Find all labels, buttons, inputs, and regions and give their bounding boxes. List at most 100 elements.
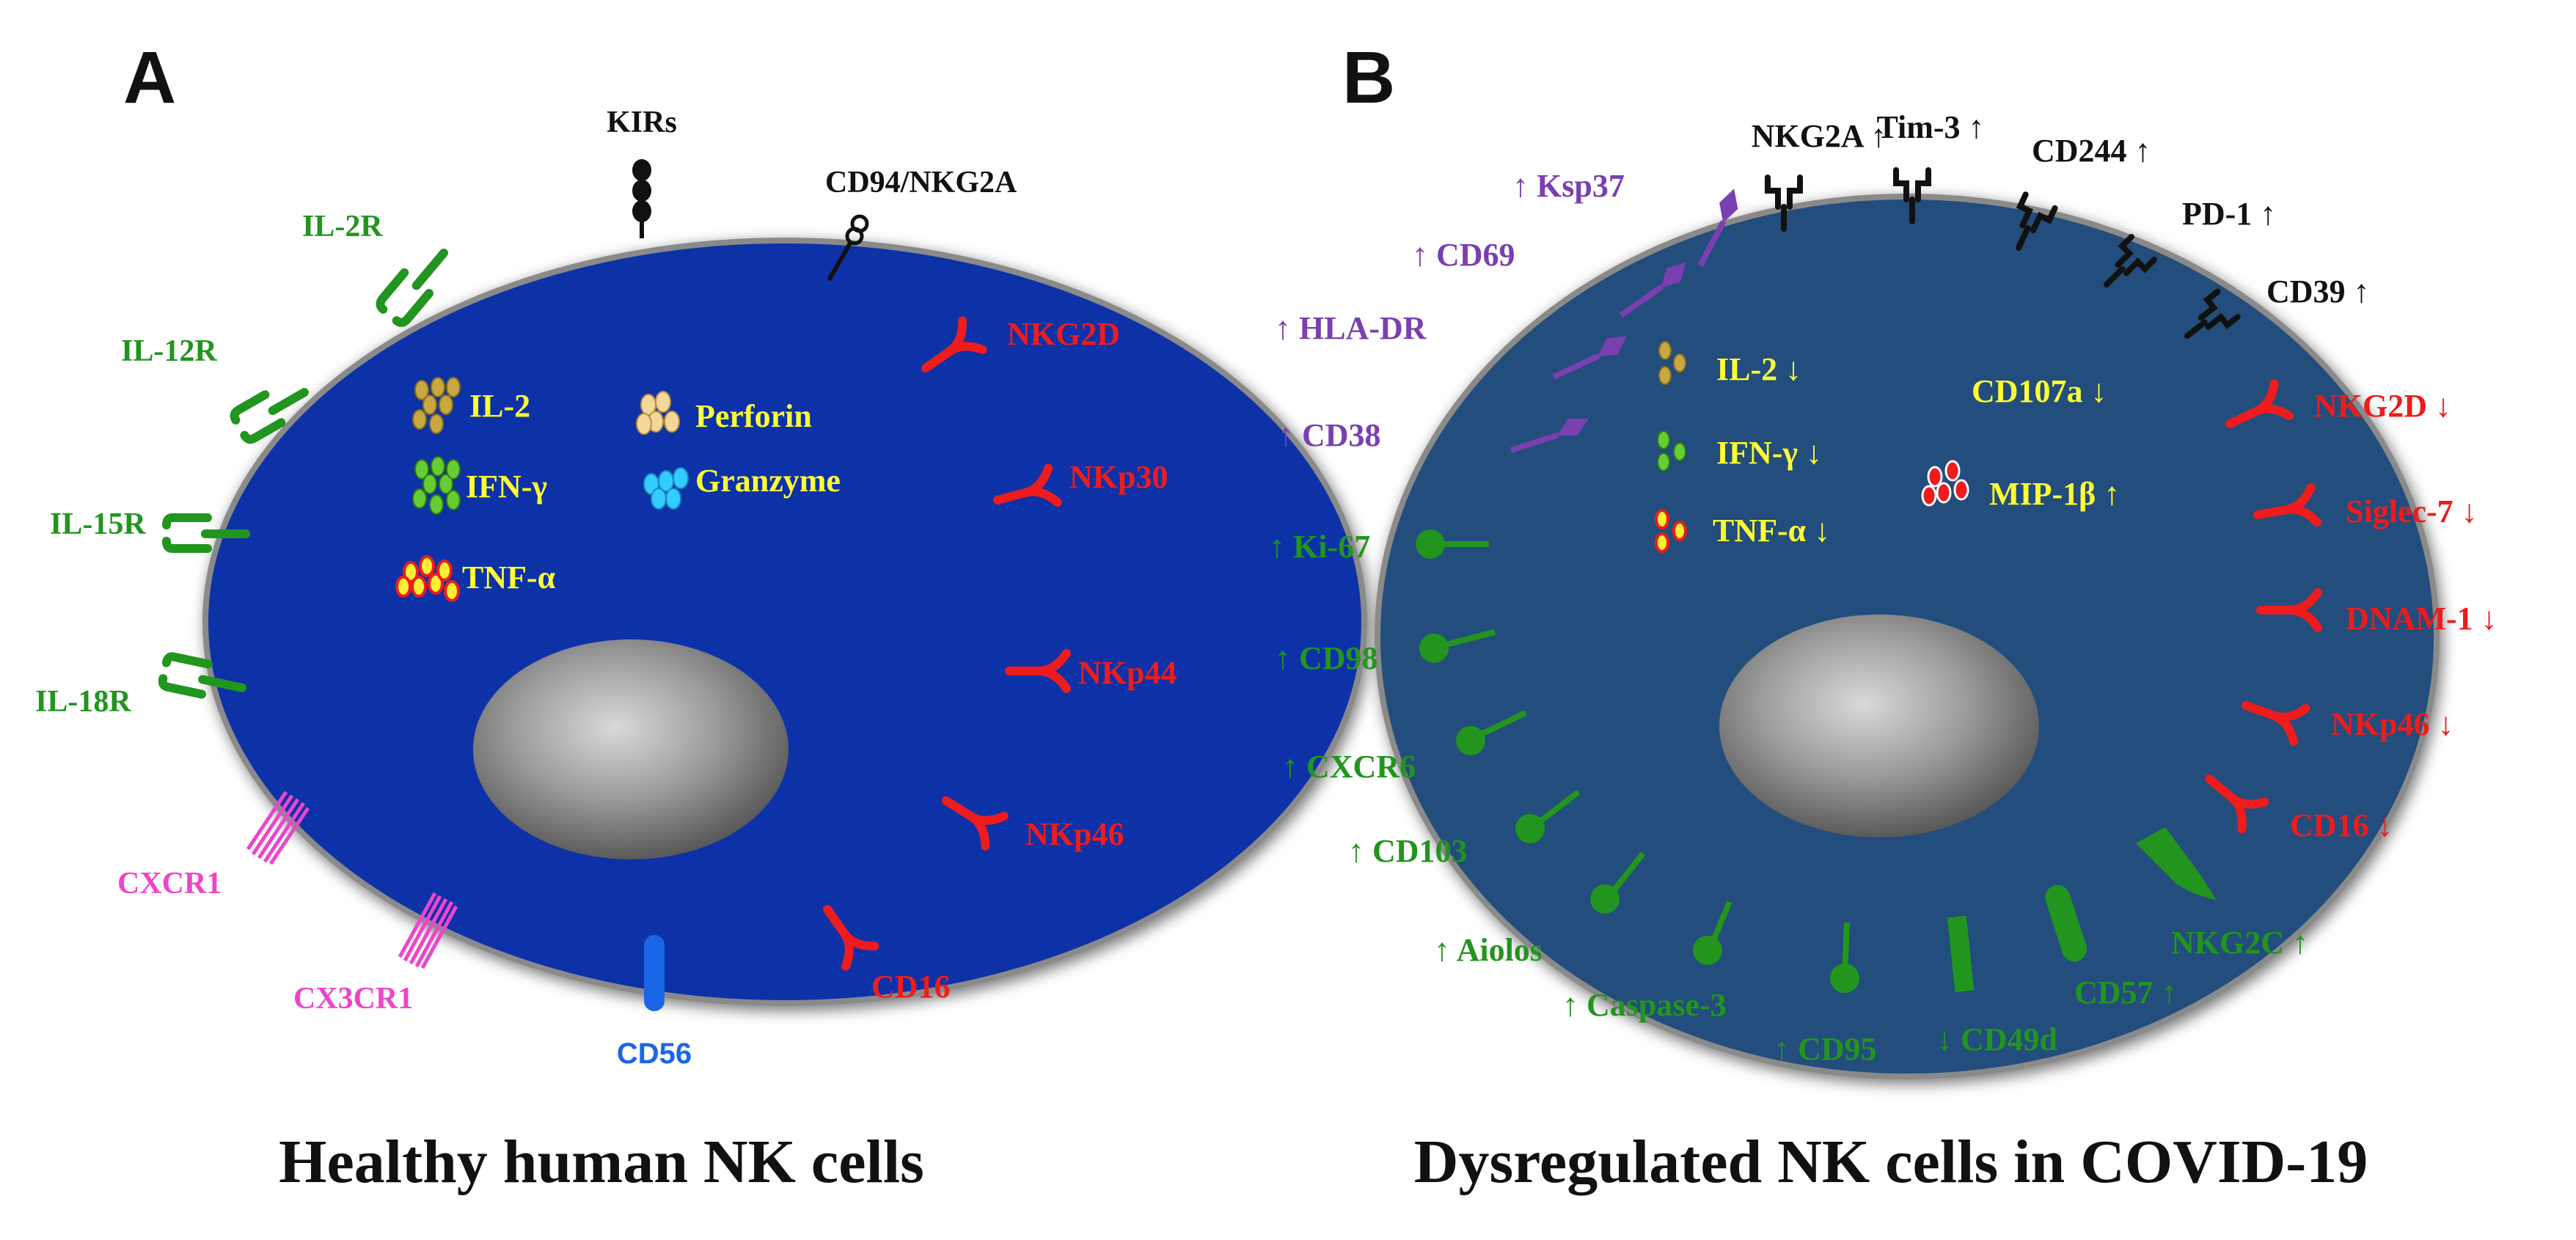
label-cd69-b: ↑ CD69 bbox=[1412, 237, 1515, 273]
label-aiolos-b: ↑ Aiolos bbox=[1434, 932, 1543, 968]
nkg2d-b-icon bbox=[2225, 379, 2294, 428]
label-cd16-a: CD16 bbox=[871, 969, 951, 1005]
label-cd49d-b: ↓ CD49d bbox=[1936, 1021, 2057, 1057]
cx3cr1-icon bbox=[398, 892, 458, 969]
label-mip-1b-b: MIP-1β ↑ bbox=[1989, 476, 2120, 512]
nkg2c-b-icon bbox=[2136, 827, 2217, 900]
label-cxcr1: CXCR1 bbox=[117, 867, 222, 900]
label-nkp46-a: NKp46 bbox=[1025, 816, 1124, 852]
label-nkg2d-a: NKG2D bbox=[1007, 316, 1120, 352]
label-cd16-b: CD16 ↓ bbox=[2290, 807, 2393, 843]
cell-a-body bbox=[202, 238, 1367, 1006]
label-cd103-b: ↑ CD103 bbox=[1348, 833, 1468, 869]
label-cd57-b: CD57 ↑ bbox=[2074, 975, 2178, 1010]
perforin-granules-icon bbox=[636, 391, 680, 435]
nkg2d-a-icon bbox=[921, 316, 987, 373]
cd94-nkg2a-icon bbox=[827, 214, 869, 282]
panel-a-letter: A bbox=[123, 37, 176, 119]
label-cd107a-b: CD107a ↓ bbox=[1972, 373, 2107, 409]
label-il-12r: IL-12R bbox=[121, 334, 217, 368]
cd244-b-icon bbox=[2016, 191, 2058, 251]
label-ki-67-b: ↑ Ki-67 bbox=[1269, 529, 1370, 565]
cell-b-nucleus bbox=[1719, 615, 2039, 837]
label-hla-dr-b: ↑ HLA-DR bbox=[1275, 310, 1427, 346]
nkp46-a-icon bbox=[942, 796, 1009, 851]
cd69-b-icon bbox=[1619, 262, 1686, 318]
il-2-granules-icon bbox=[412, 377, 461, 434]
il-18r-icon bbox=[158, 652, 246, 699]
panel-a: A KIRs CD94/NKG2A IL-2R bbox=[35, 37, 1367, 1196]
cd57-b-icon bbox=[2045, 884, 2087, 962]
cxcr6-b-icon bbox=[1456, 710, 1527, 755]
label-nkp44-a: NKp44 bbox=[1078, 655, 1177, 691]
label-ifn-g-b: IFN-γ ↓ bbox=[1716, 435, 1822, 471]
siglec-7-b-icon bbox=[2253, 483, 2321, 527]
label-il-18r: IL-18R bbox=[35, 685, 131, 719]
label-nkg2d-b: NKG2D ↓ bbox=[2314, 388, 2451, 424]
caspase-3-b-icon bbox=[1693, 900, 1732, 965]
label-dnam-1-b: DNAM-1 ↓ bbox=[2346, 601, 2498, 636]
label-nkp46-b: NKp46 ↓ bbox=[2331, 706, 2454, 742]
ifn-g-b-granules-icon bbox=[1657, 430, 1686, 472]
label-cd56: CD56 bbox=[617, 1038, 692, 1070]
il-12r-icon bbox=[230, 388, 309, 444]
label-ifn-g-a: IFN-γ bbox=[466, 469, 547, 505]
label-cd39-b: CD39 ↑ bbox=[2266, 274, 2370, 309]
label-ksp37-b: ↑ Ksp37 bbox=[1512, 168, 1625, 204]
il-15r-icon bbox=[162, 513, 250, 553]
kirs-icon bbox=[632, 159, 651, 238]
caption-b: Dysregulated NK cells in COVID-19 bbox=[1414, 1128, 2368, 1196]
cd16-b-icon bbox=[2205, 774, 2269, 834]
label-nkg2a-b: NKG2A ↑ bbox=[1752, 118, 1887, 154]
label-il-2-a: IL-2 bbox=[469, 388, 530, 424]
label-cd244-b: CD244 ↑ bbox=[2032, 133, 2151, 169]
label-il-2r: IL-2R bbox=[302, 210, 383, 243]
ksp37-b-icon bbox=[1697, 188, 1738, 267]
label-siglec-7-b: Siglec-7 ↓ bbox=[2346, 494, 2478, 529]
label-il-15r: IL-15R bbox=[50, 507, 146, 541]
cd56-icon bbox=[644, 935, 665, 1011]
cd95-b-icon bbox=[1830, 922, 1859, 993]
pd-1-b-icon bbox=[2104, 233, 2158, 287]
label-tnf-a-a: TNF-α bbox=[462, 560, 556, 595]
nkg2a-b-icon bbox=[1765, 175, 1803, 232]
il-2r-icon bbox=[376, 249, 448, 327]
panel-b-letter: B bbox=[1342, 37, 1395, 119]
cd98-b-icon bbox=[1419, 629, 1496, 663]
cd49d-b-icon bbox=[1947, 915, 1975, 993]
cd39-b-icon bbox=[2184, 288, 2241, 339]
caption-a: Healthy human NK cells bbox=[279, 1128, 924, 1196]
tnf-a-granules-icon bbox=[395, 555, 460, 602]
label-caspase-3-b: ↑ Caspase-3 bbox=[1562, 987, 1727, 1023]
label-granzyme: Granzyme bbox=[695, 463, 841, 499]
label-nkg2c-b: NKG2C ↑ bbox=[2171, 925, 2308, 961]
cell-a-nucleus bbox=[473, 639, 788, 859]
mip-1b-b-granules-icon bbox=[1921, 460, 1969, 507]
label-perforin: Perforin bbox=[695, 398, 812, 434]
il-2-b-granules-icon bbox=[1658, 341, 1686, 385]
cd103-b-icon bbox=[1515, 789, 1581, 843]
hla-dr-b-icon bbox=[1552, 336, 1627, 380]
granzyme-granules-icon bbox=[643, 467, 689, 510]
label-kirs: KIRs bbox=[607, 106, 677, 139]
nkp30-a-icon bbox=[993, 463, 1062, 507]
label-pd-1-b: PD-1 ↑ bbox=[2182, 196, 2276, 232]
dnam-1-b-icon bbox=[2256, 588, 2322, 632]
nkp46-b-icon bbox=[2242, 701, 2310, 746]
nkp44-a-icon bbox=[1005, 649, 1071, 693]
label-cd95-b: ↑ CD95 bbox=[1774, 1031, 1877, 1067]
label-cxcr6-b: ↑ CXCR6 bbox=[1282, 749, 1416, 785]
label-tnf-a-b: TNF-α ↓ bbox=[1713, 513, 1830, 549]
label-tim-3-b: Tim-3 ↑ bbox=[1876, 109, 1984, 145]
label-cd94-nkg2a: CD94/NKG2A bbox=[825, 166, 1017, 199]
label-cd98-b: ↑ CD98 bbox=[1275, 640, 1378, 676]
label-il-2-b: IL-2 ↓ bbox=[1716, 351, 1801, 387]
label-cx3cr1: CX3CR1 bbox=[293, 982, 413, 1016]
cxcr1-icon bbox=[246, 790, 310, 865]
aiolos-b-icon bbox=[1590, 851, 1646, 914]
tnf-a-b-granules-icon bbox=[1655, 509, 1687, 553]
label-cd38-b: ↑ CD38 bbox=[1278, 417, 1381, 453]
panel-b: B bbox=[1269, 37, 2498, 1196]
cd38-b-icon bbox=[1510, 418, 1589, 453]
